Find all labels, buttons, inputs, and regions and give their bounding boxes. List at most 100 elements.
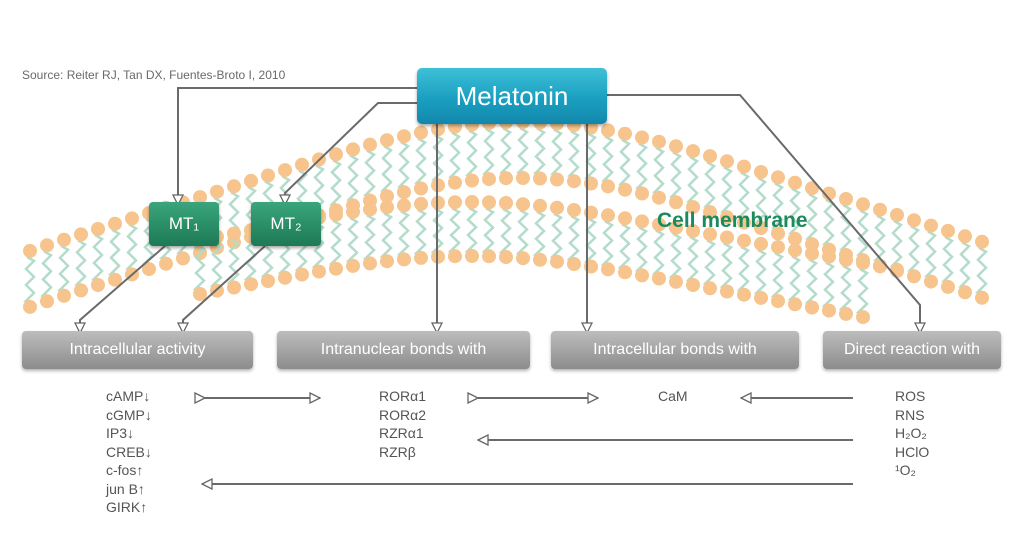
lipid-tail [617, 223, 632, 269]
lipid-head [482, 195, 496, 210]
lipid-tail [515, 209, 530, 255]
lipid-tail [923, 230, 938, 277]
lipid-head [958, 229, 972, 244]
lipid-head [499, 196, 513, 210]
lipid-tail [821, 261, 836, 307]
list-direct-reaction: ROS RNS H₂O₂ HClO ¹O₂ [895, 387, 929, 480]
mt2-receptor-box: MT₂ [251, 202, 321, 246]
lipid-head [754, 165, 768, 179]
lipid-head [108, 272, 122, 287]
list-item: H₂O₂ [895, 425, 927, 441]
lipid-head [244, 277, 258, 292]
lipid-head [482, 249, 496, 264]
lipid-head [771, 226, 785, 241]
lipid-head [618, 211, 632, 226]
lipid-tail [600, 135, 615, 182]
lipid-head [176, 251, 190, 266]
lipid-head [295, 157, 309, 172]
lipid-tail [362, 214, 377, 260]
lipid-tail [804, 193, 819, 240]
list-intranuclear-bonds: RORα1 RORα2 RZRα1 RZRβ [379, 387, 426, 461]
lipid-tail [668, 232, 683, 278]
lipid-head [414, 196, 428, 211]
lipid-head [125, 211, 139, 226]
lipid-tail [719, 242, 734, 288]
connector-lines [80, 87, 920, 484]
lipid-head [329, 261, 343, 276]
lipid-head [856, 310, 870, 325]
lipid-head [414, 181, 428, 196]
lipid-tail [311, 222, 326, 268]
lipid-tail [634, 226, 649, 272]
lipid-tail [753, 176, 768, 224]
lipid-tail [634, 142, 649, 189]
lipid-tail [736, 245, 751, 291]
lipid-head [448, 249, 462, 264]
lipid-head [397, 198, 411, 213]
lipid-head [193, 287, 207, 301]
lipid-head [652, 217, 666, 232]
lipid-tail [787, 255, 802, 301]
lipid-tail [56, 244, 71, 292]
lipid-head [856, 197, 870, 212]
lipid-head [635, 214, 649, 229]
lipid-head [516, 251, 530, 266]
lipid-head [601, 208, 615, 223]
lipid-tail [464, 206, 479, 253]
lipid-head [567, 257, 581, 271]
list-item: IP3↓ [106, 425, 135, 441]
lipid-head [278, 270, 292, 285]
lipid-head [142, 262, 156, 277]
lipid-tail [532, 127, 547, 174]
lipid-tail [804, 258, 819, 304]
lipid-head [482, 172, 496, 187]
melatonin-label: Melatonin [455, 80, 569, 111]
lipid-head [550, 172, 564, 187]
lipid-head [771, 170, 785, 185]
lipid-head [890, 262, 904, 277]
mt2-label: MT₂ [270, 214, 302, 233]
lipid-head [329, 147, 343, 162]
cell-membrane-label: Cell membrane [657, 209, 808, 232]
lipid-head [737, 287, 751, 302]
lipid-head [788, 231, 802, 246]
lipid-tail [345, 154, 360, 201]
lipid-tail [583, 217, 598, 263]
lipid-tail [124, 223, 139, 270]
lipid-head [499, 171, 513, 186]
lipid-head [856, 256, 870, 271]
lipid-tail [787, 187, 802, 235]
lipid-head [23, 243, 37, 258]
lipid-head [788, 175, 802, 190]
lipid-head [227, 226, 241, 241]
lipid-head [839, 252, 853, 267]
lipid-head [108, 216, 122, 231]
lipid-head [754, 221, 768, 235]
lipid-tail [209, 241, 224, 287]
lipid-tail [413, 208, 428, 254]
category-label: Intranuclear bonds with [320, 341, 487, 358]
list-item: RZRβ [379, 443, 416, 460]
category-label: Direct reaction with [843, 341, 981, 358]
lipid-tail [396, 210, 411, 256]
lipid-head [261, 168, 275, 183]
lipid-head [686, 224, 700, 238]
lipid-head [448, 195, 462, 210]
category-intracellular-activity: Intracellular activity [22, 331, 253, 369]
lipid-tail [838, 203, 853, 251]
lipid-head [618, 126, 632, 141]
lipid-head [346, 258, 360, 273]
lipid-tail [702, 239, 717, 285]
lipid-tail [379, 212, 394, 258]
arrow-melatonin-to-direct-reaction [607, 94, 920, 333]
arrow-mt1-to-activity [80, 245, 166, 333]
lipid-head [312, 264, 326, 279]
lipid-head [924, 274, 938, 289]
lipid-head [873, 259, 887, 274]
lipid-tail [107, 228, 122, 275]
lipid-head [669, 139, 683, 154]
lipid-tail [651, 146, 666, 193]
lipid-head [40, 238, 54, 253]
lipid-tail [549, 128, 564, 175]
arrow-mt2-to-activity [183, 245, 266, 333]
